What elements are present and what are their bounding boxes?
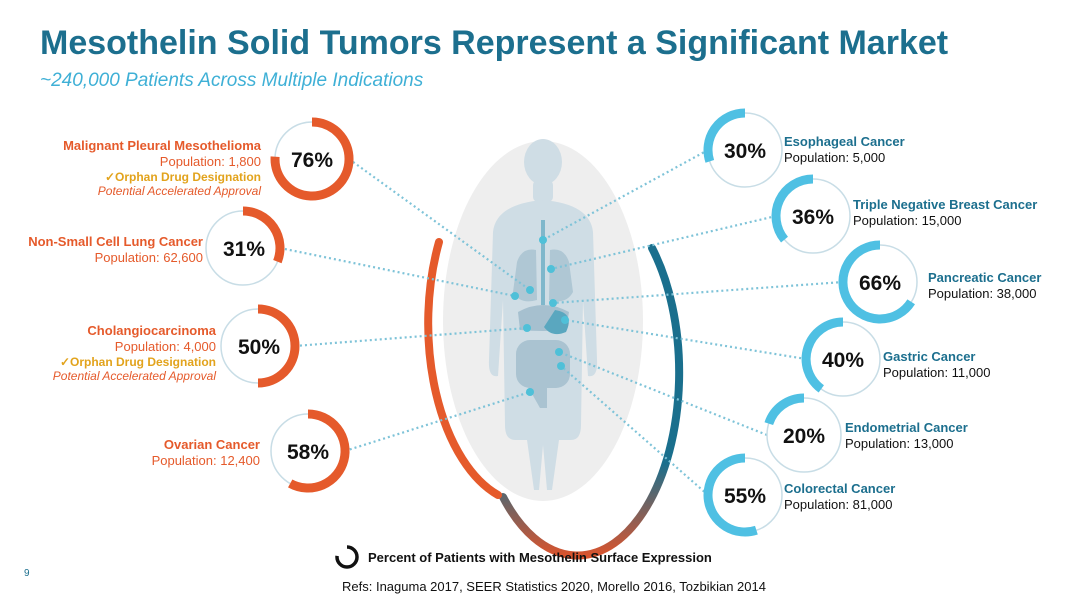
percent-ring-right: 20%	[764, 393, 842, 473]
connector-dot	[561, 316, 569, 324]
percent-ring-left: 58%	[270, 409, 350, 493]
indication-name: Malignant Pleural Mesothelioma	[63, 138, 261, 153]
slide-subtitle: ~240,000 Patients Across Multiple Indica…	[40, 70, 424, 91]
indication-name: Gastric Cancer	[883, 349, 976, 364]
connector-dot	[523, 324, 531, 332]
indication-population: Population: 1,800	[159, 154, 261, 169]
indication-population: Population: 4,000	[114, 339, 216, 354]
percent-label: 20%	[783, 425, 825, 448]
indication-mpm: Malignant Pleural Mesothelioma Populatio…	[63, 138, 261, 198]
indication-endometrial: Endometrial Cancer Population: 13,000	[845, 420, 968, 452]
indication-colorectal: Colorectal Cancer Population: 81,000	[784, 481, 895, 513]
connector-line	[550, 214, 777, 271]
indication-population: Population: 38,000	[928, 286, 1037, 301]
indication-name: Endometrial Cancer	[845, 420, 968, 435]
indication-population: Population: 5,000	[784, 150, 886, 165]
indication-population: Population: 81,000	[784, 497, 893, 512]
indication-name: Esophageal Cancer	[784, 134, 905, 149]
indication-pancreatic: Pancreatic Cancer Population: 38,000	[928, 270, 1041, 302]
percent-ring-right: 66%	[838, 240, 918, 324]
connector-line	[294, 326, 528, 348]
percent-ring-left: 76%	[270, 117, 354, 201]
connector-dot	[557, 362, 565, 370]
percent-ring-left: 50%	[220, 304, 300, 388]
connector-dot	[549, 299, 557, 307]
percent-ring-arc	[771, 174, 814, 243]
connector-dot	[511, 292, 519, 300]
percent-ring-arc	[257, 304, 300, 388]
percent-label: 66%	[859, 272, 901, 295]
orphan-designation: ✓Orphan Drug Designation	[59, 355, 216, 369]
slide-title: Mesothelin Solid Tumors Represent a Sign…	[40, 24, 949, 62]
percent-label: 40%	[822, 349, 864, 372]
connector-dot	[547, 265, 555, 273]
connector-line	[558, 350, 768, 437]
percent-ring-right: 40%	[801, 317, 881, 397]
indication-population: Population: 13,000	[845, 436, 954, 451]
percent-ring-arc	[242, 206, 285, 264]
percent-ring-arc	[703, 108, 746, 163]
connector-dot	[539, 236, 547, 244]
indication-name: Cholangiocarcinoma	[87, 323, 216, 338]
legend-text: Percent of Patients with Mesothelin Surf…	[368, 549, 712, 565]
indication-population: Population: 11,000	[883, 365, 991, 380]
percent-label: 58%	[287, 441, 329, 464]
percent-ring-right: 30%	[703, 108, 783, 188]
percent-label: 50%	[238, 336, 280, 359]
percent-ring-arc	[703, 453, 758, 537]
indication-ovarian: Ovarian Cancer Population: 12,400	[152, 437, 260, 469]
indication-gastric: Gastric Cancer Population: 11,000	[883, 349, 990, 381]
percent-ring-left: 31%	[205, 206, 285, 286]
indication-population: Population: 62,600	[94, 250, 203, 265]
percent-ring-arc	[838, 240, 915, 324]
indication-esophageal: Esophageal Cancer Population: 5,000	[784, 134, 905, 166]
indication-cholangiocarcinoma: Cholangiocarcinoma Population: 4,000 ✓Or…	[53, 323, 216, 383]
connector-line	[564, 318, 807, 361]
indication-tnbc: Triple Negative Breast Cancer Population…	[853, 197, 1037, 229]
indication-name: Pancreatic Cancer	[928, 270, 1042, 285]
indication-name: Ovarian Cancer	[163, 437, 260, 452]
percent-label: 30%	[724, 140, 766, 163]
oval-arc-right	[499, 244, 684, 560]
indication-name: Triple Negative Breast Cancer	[853, 197, 1038, 212]
oval-arc-left	[424, 238, 502, 499]
indication-name: Colorectal Cancer	[784, 481, 896, 496]
indication-nsclc: Non-Small Cell Lung Cancer Population: 6…	[28, 234, 203, 266]
percent-label: 36%	[792, 206, 834, 229]
connector-line	[542, 149, 709, 241]
percent-ring-arc	[288, 409, 350, 493]
indication-name: Non-Small Cell Lung Cancer	[28, 234, 203, 249]
page-number: 9	[24, 568, 30, 579]
percent-ring-right: 55%	[703, 453, 783, 537]
accelerated-approval: Potential Accelerated Approval	[52, 369, 216, 383]
connector-dot	[526, 388, 534, 396]
references: Refs: Inaguma 2017, SEER Statistics 2020…	[342, 579, 766, 594]
connector-lines	[279, 149, 844, 496]
connector-line	[348, 158, 531, 291]
connector-dot	[526, 286, 534, 294]
percent-label: 76%	[291, 149, 333, 172]
connector-line	[344, 390, 531, 453]
ring-icon	[335, 545, 359, 569]
percent-ring-arc	[801, 317, 844, 393]
connector-dot	[555, 348, 563, 356]
indication-population: Population: 15,000	[853, 213, 962, 228]
connector-line	[552, 280, 844, 305]
percent-ring-right: 36%	[771, 174, 851, 254]
accelerated-approval: Potential Accelerated Approval	[97, 184, 261, 198]
indication-population: Population: 12,400	[151, 453, 260, 468]
percent-ring-arc	[270, 117, 354, 201]
percent-label: 55%	[724, 485, 766, 508]
percent-rings: 76% 31% 50% 58% 30% 36% 66% 40% 20% 55%	[205, 108, 918, 537]
legend: Percent of Patients with Mesothelin Surf…	[334, 544, 712, 570]
percent-label: 31%	[223, 238, 265, 261]
percent-ring-arc	[764, 393, 805, 426]
orphan-designation: ✓Orphan Drug Designation	[104, 170, 261, 184]
